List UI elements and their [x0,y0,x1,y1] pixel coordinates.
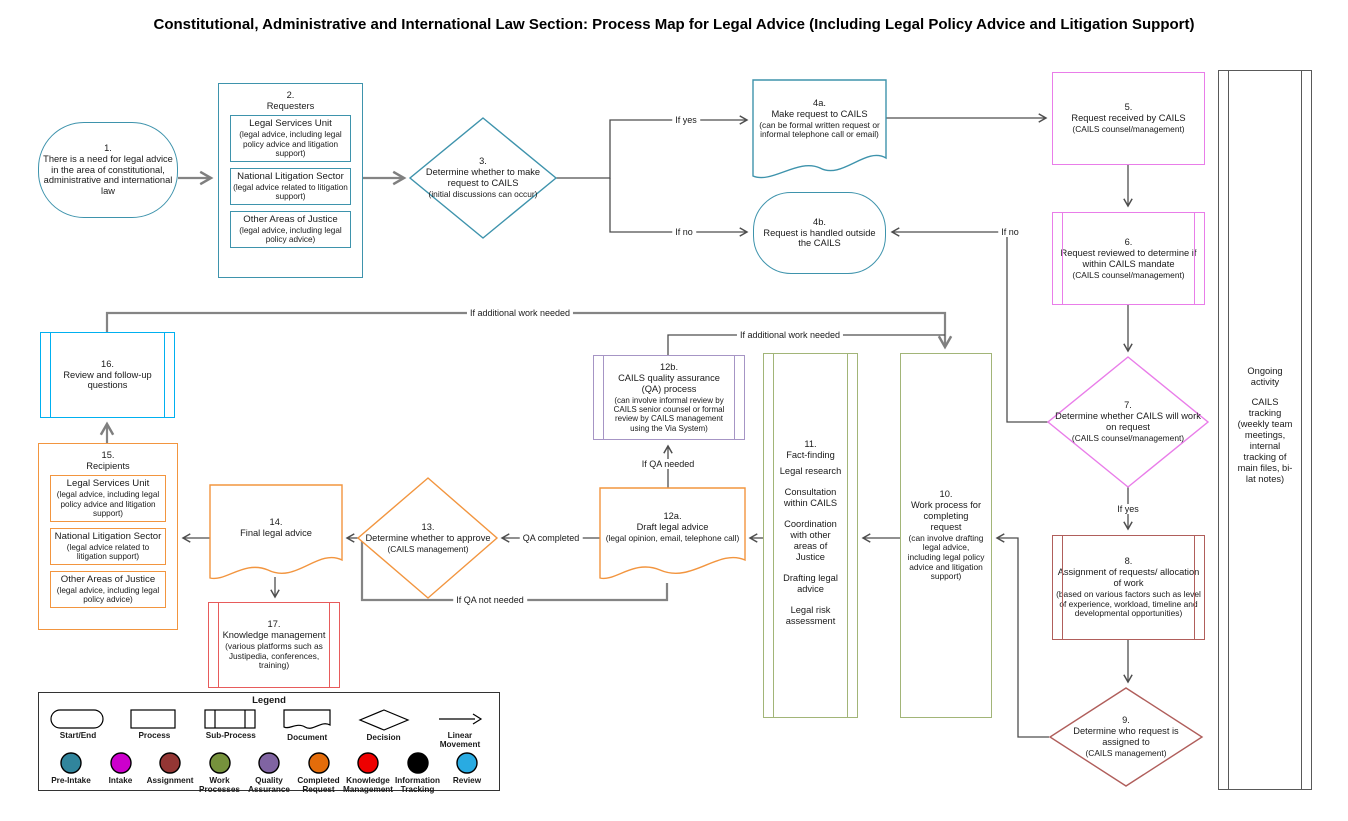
sub-process-shape-icon [204,709,256,729]
node-7-decision: 7. Determine whether CAILS will work on … [1055,400,1201,444]
node-17-knowledge-subprocess: 17. Knowledge management (various platfo… [208,602,340,688]
process-shape-icon [130,709,176,729]
legend-category-knowledge-management: Knowledge Management [343,751,393,794]
node-8-subprocess: 8. Assignment of requests/ allocation of… [1052,535,1205,640]
legend-shape-document: Document [276,708,338,742]
node-4a-document: 4a. Make request to CAILS (can be formal… [759,97,880,140]
decision-13-shape [356,477,499,599]
node-15-child-other-areas-of-justice: Other Areas of Justice (legal advice, in… [50,570,166,608]
legend-category-intake: Intake [97,751,145,785]
completed-request-circle-icon [307,752,330,774]
legend-shape-linear-movement: Linear Movement [429,708,491,749]
knowledge-management-circle-icon [357,752,379,774]
document-4a-shape [752,79,887,179]
connector-7-to-4b-if-no [890,227,1048,423]
edge-label-qa-needed: If QA needed [638,459,698,469]
legend-categories-row: Pre-Intake Intake Assignment Work Proces… [47,751,491,794]
node-13-decision: 13. Determine whether to approve (CAILS … [365,521,491,554]
node-11-subprocess-activities: 11. Fact-finding Legal research Consulta… [763,353,858,718]
node-14-document: 14. Final legal advice [240,517,312,538]
node-16-review-subprocess: 16. Review and follow-up questions [40,332,175,418]
legend-shape-sub-process: Sub-Process [200,708,262,740]
node-10-work-process: 10. Work process for completing request … [900,353,992,718]
quality-assurance-circle-icon [258,752,280,774]
decision-shape-icon [358,709,410,731]
edge-label-additional-work-16: If additional work needed [466,308,574,318]
connector-3-to-4b-if-no [609,178,749,237]
node-15-child-legal-services-unit: Legal Services Unit (legal advice, inclu… [50,474,166,522]
edge-label-if-no-3: If no [672,227,696,237]
legend-title: Legend [252,695,286,706]
legend-category-work-processes: Work Processes [196,751,244,794]
node-2-child-national-litigation-sector: National Litigation Sector (legal advice… [230,167,351,205]
node-12a-document: 12a. Draft legal advice (legal opinion, … [605,510,740,543]
document-shape-icon [283,709,331,729]
decision-9-shape [1048,687,1204,787]
work-processes-circle-icon [208,752,231,774]
node-2-requesters: 2. Requesters Legal Services Unit (legal… [218,83,363,278]
node-9-decision: 9. Determine who request is assigned to … [1073,715,1179,759]
node-12b-qa-subprocess: 12b. CAILS quality assurance (QA) proces… [593,355,745,440]
node-2-child-other-areas-of-justice: Other Areas of Justice (legal advice, in… [230,210,351,248]
pre-intake-circle-icon [60,752,82,774]
page-title: Constitutional, Administrative and Inter… [153,16,1195,33]
edge-label-additional-work-12b: If additional work needed [736,330,844,340]
edge-label-qa-completed: QA completed [519,533,583,543]
legend: Legend Start/End Process Sub-Process Doc… [38,692,500,794]
intake-circle-icon [109,752,132,774]
legend-category-assignment: Assignment [146,751,194,785]
ongoing-activity-lane: Ongoing activity CAILS tracking (weekly … [1218,70,1312,790]
edge-label-if-no-7: If no [998,227,1022,237]
connector-3-to-4a-if-yes [556,115,749,179]
legend-category-information-tracking: Information Tracking [394,751,442,794]
node-5-process: 5. Request received by CAILS (CAILS coun… [1052,72,1205,165]
edge-label-if-yes-7: If yes [1114,504,1142,514]
linear-movement-arrow-icon [438,713,483,725]
node-15-recipients: 15. Recipients Legal Services Unit (lega… [38,443,178,630]
document-12a-shape [599,487,746,580]
legend-shape-start-end: Start/End [47,708,109,740]
node-2-child-legal-services-unit: Legal Services Unit (legal advice, inclu… [230,114,351,162]
legend-shapes-row: Start/End Process Sub-Process Document D… [47,708,491,749]
decision-3-shape [408,117,558,239]
start-end-shape-icon [50,709,104,729]
review-circle-icon [456,752,478,774]
information-tracking-circle-icon [406,752,429,774]
decision-7-shape [1046,356,1210,488]
connector-9-to-10 [995,533,1049,738]
connector-12b-additional-work [667,334,945,355]
node-3-decision: 3. Determine whether to make request to … [425,156,541,200]
node-1-start: 1. There is a need for legal advice in t… [38,122,178,218]
document-14-shape [209,484,343,580]
legend-category-review: Review [443,751,491,785]
legend-shape-decision: Decision [353,708,415,742]
edge-label-if-yes-3: If yes [672,115,700,125]
node-4b-end: 4b. Request is handled outside the CAILS [753,192,886,274]
assignment-circle-icon [159,752,181,774]
legend-category-quality-assurance: Quality Assurance [245,751,293,794]
node-6-subprocess: 6. Request reviewed to determine if with… [1052,212,1205,305]
legend-category-pre-intake: Pre-Intake [47,751,95,785]
edge-label-qa-not-needed: If QA not needed [453,595,527,605]
node-15-child-national-litigation-sector: National Litigation Sector (legal advice… [50,527,166,565]
legend-category-completed-request: Completed Request [295,751,343,794]
legend-shape-process: Process [123,708,185,740]
